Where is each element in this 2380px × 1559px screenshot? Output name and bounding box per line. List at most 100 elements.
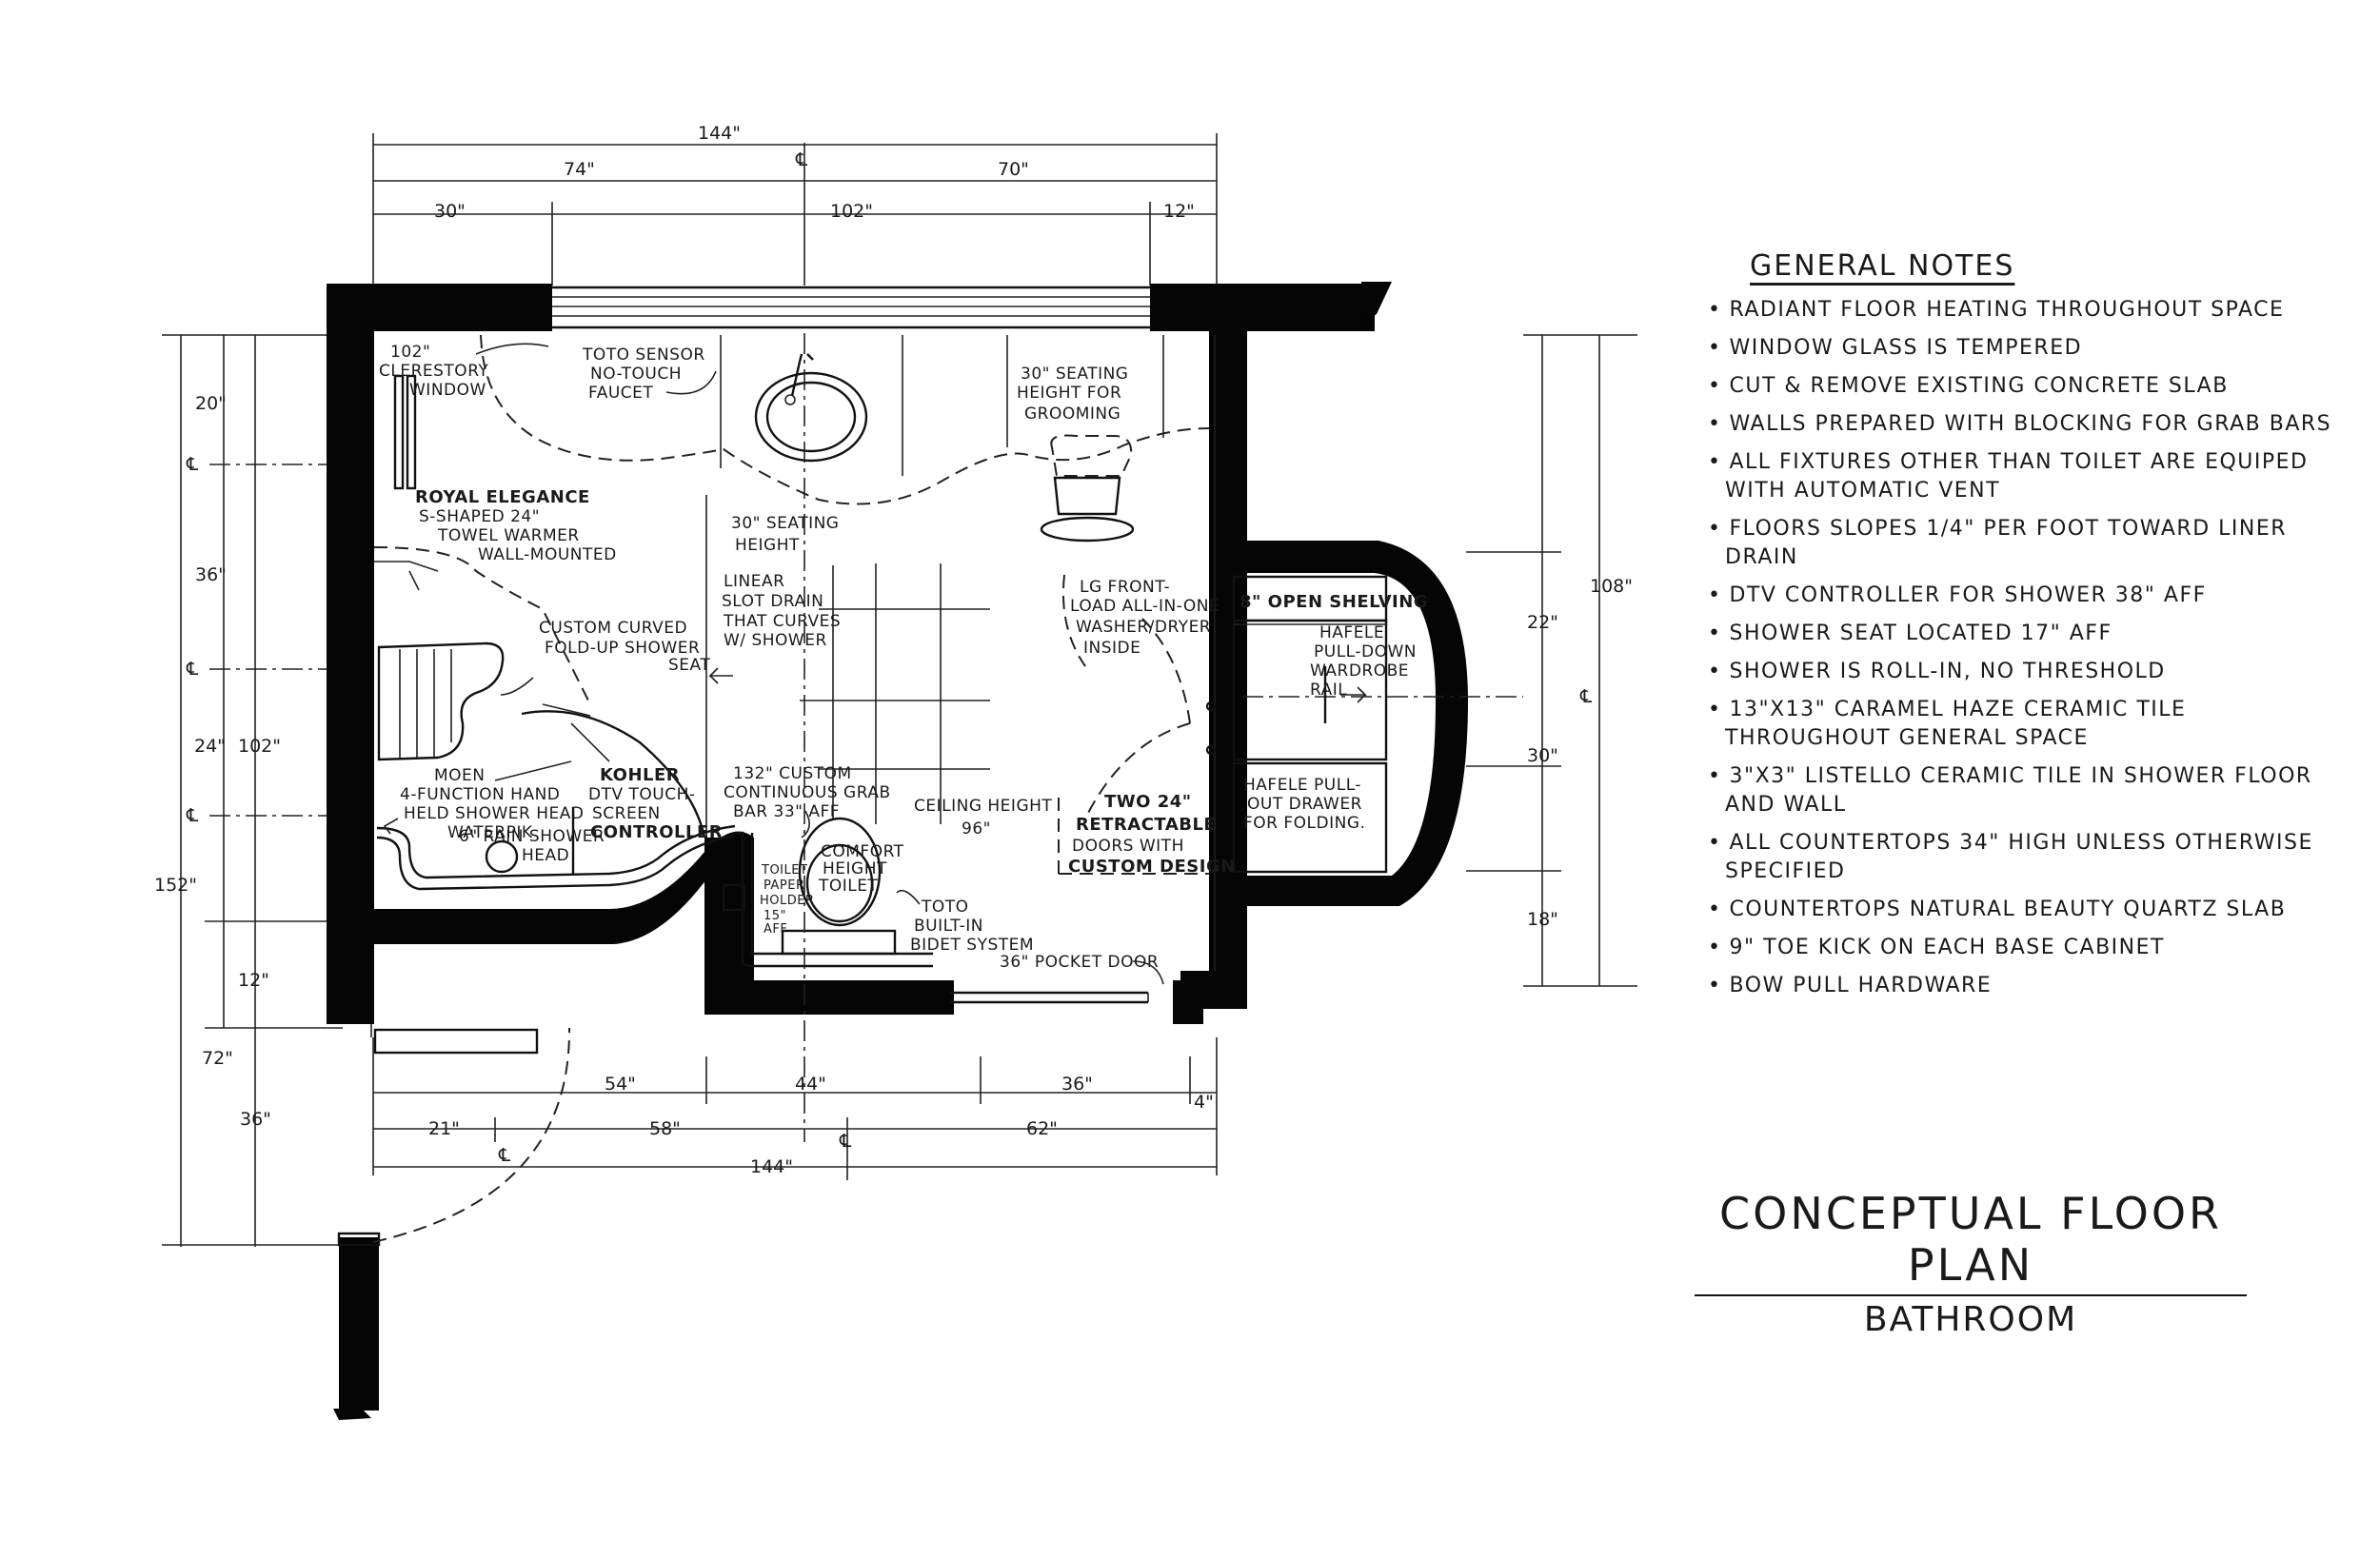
dim-top-a: 30" [434,201,466,222]
plan-subtitle: BATHROOM [1863,1300,2078,1339]
dim-right-c: 18" [1527,909,1558,930]
svg-text:96": 96" [962,819,991,839]
callout-grab-bar: 132" CUSTOM CONTINUOUS GRAB BAR 33" AFF [724,764,891,839]
clerestory-window [550,286,1150,329]
left-dimensions: 20" 36" 24" 102" 12" 72" 36" 152" ℄ ℄ ℄ [154,334,362,1247]
plan-title-block: CONCEPTUAL FLOOR PLAN BATHROOM [1695,1188,2247,1339]
dim-right-a: 22" [1527,612,1558,633]
svg-text:SEAT: SEAT [668,656,710,675]
dim-left-d: 102" [238,736,281,757]
retractable-doors [1058,574,1217,875]
dim-left-f: 72" [202,1048,233,1069]
callout-washer: LG FRONT- LOAD ALL-IN-ONE WASHER/DRYER I… [1070,578,1220,658]
svg-text:W/ SHOWER: W/ SHOWER [724,631,827,650]
svg-text:WARDROBE: WARDROBE [1310,661,1409,681]
svg-text:HEIGHT FOR: HEIGHT FOR [1017,384,1121,403]
callout-open-shelving: 8" OPEN SHELVING [1240,592,1428,612]
svg-text:ROYAL ELEGANCE: ROYAL ELEGANCE [415,487,590,507]
general-notes-title: GENERAL NOTES [1750,249,2015,283]
dim-bottom-c: 36" [1061,1074,1093,1095]
callout-shower-seat: CUSTOM CURVED FOLD-UP SHOWER SEAT [500,619,710,696]
svg-text:TOILET: TOILET [818,877,878,896]
shower-area [373,374,736,891]
note-item: All fixtures other than toilet are equip… [1704,448,2351,505]
dim-right-b: 30" [1527,745,1558,766]
svg-text:CUSTOM DESIGN: CUSTOM DESIGN [1068,857,1236,877]
svg-text:CONTINUOUS GRAB: CONTINUOUS GRAB [724,783,891,802]
dim-left-b: 36" [195,564,227,585]
centerline-left-3: ℄ [186,805,199,826]
callout-retractable: TWO 24" RETRACTABLE DOORS WITH CUSTOM DE… [1068,792,1236,877]
floor-grid [800,333,1523,1142]
svg-text:BAR 33" AFF: BAR 33" AFF [733,802,840,821]
vanity-counter [480,334,1216,971]
dim-right-overall: 108" [1590,576,1633,597]
svg-text:CLERESTORY: CLERESTORY [379,362,488,381]
svg-text:RETRACTABLE: RETRACTABLE [1076,815,1216,835]
callout-slot-drain: LINEAR SLOT DRAIN THAT CURVES W/ SHOWER [708,572,841,684]
svg-text:8" OPEN SHELVING: 8" OPEN SHELVING [1240,592,1428,612]
dim-top-b: 102" [830,201,873,222]
svg-text:132" CUSTOM: 132" CUSTOM [733,764,852,783]
note-item: 9" toe kick on each base cabinet [1704,934,2351,962]
note-item: Cut & remove existing concrete slab [1704,372,2351,401]
callout-rain-head: 6" RAIN SHOWER HEAD [459,827,605,865]
dim-bottom-overall: 144" [750,1156,793,1177]
dim-bottom-g: 62" [1026,1118,1058,1139]
note-item: Floors slopes 1/4" per foot toward liner… [1704,515,2351,572]
svg-text:TOTO: TOTO [921,898,969,917]
svg-text:COMFORT: COMFORT [821,842,904,861]
svg-text:FOLD-UP SHOWER: FOLD-UP SHOWER [545,639,700,658]
centerline-top: ℄ [795,149,808,170]
svg-text:LG FRONT-: LG FRONT- [1080,578,1170,597]
dim-left-e: 12" [238,970,269,991]
note-item: Bow pull hardware [1704,972,2351,1000]
svg-text:36" POCKET DOOR: 36" POCKET DOOR [1000,953,1159,972]
svg-text:THAT CURVES: THAT CURVES [723,612,841,631]
svg-text:HELD SHOWER HEAD: HELD SHOWER HEAD [404,804,584,823]
centerline-left-2: ℄ [186,659,199,680]
svg-text:HOLDER: HOLDER [760,894,815,908]
dim-bottom-b: 44" [795,1074,826,1095]
svg-text:AFF: AFF [764,922,787,937]
note-item: Countertops natural beauty quartz slab [1704,896,2351,924]
plan-title: CONCEPTUAL FLOOR PLAN [1695,1188,2247,1296]
svg-text:TWO 24": TWO 24" [1104,792,1192,812]
svg-text:LINEAR: LINEAR [724,572,784,591]
dim-left-a: 20" [195,393,227,414]
svg-text:RAIL: RAIL [1310,681,1347,700]
dim-bottom-f: 58" [649,1118,681,1139]
dim-top-right: 70" [998,159,1029,180]
callout-seating-height: 30" SEATING HEIGHT [731,514,839,555]
dim-left-overall: 152" [154,875,197,896]
dim-bottom-e: 21" [428,1118,460,1139]
svg-text:SLOT DRAIN: SLOT DRAIN [722,592,823,611]
svg-text:GROOMING: GROOMING [1024,405,1121,424]
callout-comfort-toilet: COMFORT HEIGHT TOILET [818,842,904,896]
svg-text:PULL-DOWN: PULL-DOWN [1314,642,1417,661]
svg-text:LOAD ALL-IN-ONE: LOAD ALL-IN-ONE [1070,597,1220,616]
svg-text:WINDOW: WINDOW [409,381,486,400]
callout-bidet: TOTO BUILT-IN BIDET SYSTEM [896,889,1034,955]
note-item: All countertops 34" high unless otherwis… [1704,829,2351,886]
note-item: Window glass is tempered [1704,334,2351,363]
toilet [722,817,897,956]
note-item: Walls prepared with blocking for grab ba… [1704,410,2351,439]
washer-closet [1232,575,1388,874]
callout-wardrobe: HAFELE PULL-DOWN WARDROBE RAIL [1310,623,1417,700]
svg-text:OUT DRAWER: OUT DRAWER [1247,795,1362,814]
svg-text:BIDET SYSTEM: BIDET SYSTEM [910,936,1034,955]
svg-text:TOWEL WARMER: TOWEL WARMER [437,526,580,545]
callout-grooming: 30" SEATING HEIGHT FOR GROOMING [1017,365,1129,424]
svg-text:HEIGHT: HEIGHT [823,859,887,878]
svg-text:INSIDE: INSIDE [1083,639,1140,658]
svg-text:TOILET: TOILET [761,863,807,878]
dim-bottom-a: 54" [605,1074,636,1095]
dim-left-g: 36" [240,1109,271,1130]
svg-text:WASHER/DRYER: WASHER/DRYER [1076,618,1211,637]
svg-text:WATERPIK: WATERPIK [447,823,533,842]
dim-top-c: 12" [1163,201,1195,222]
svg-text:MOEN: MOEN [434,766,486,785]
svg-text:30" SEATING: 30" SEATING [1021,365,1129,384]
